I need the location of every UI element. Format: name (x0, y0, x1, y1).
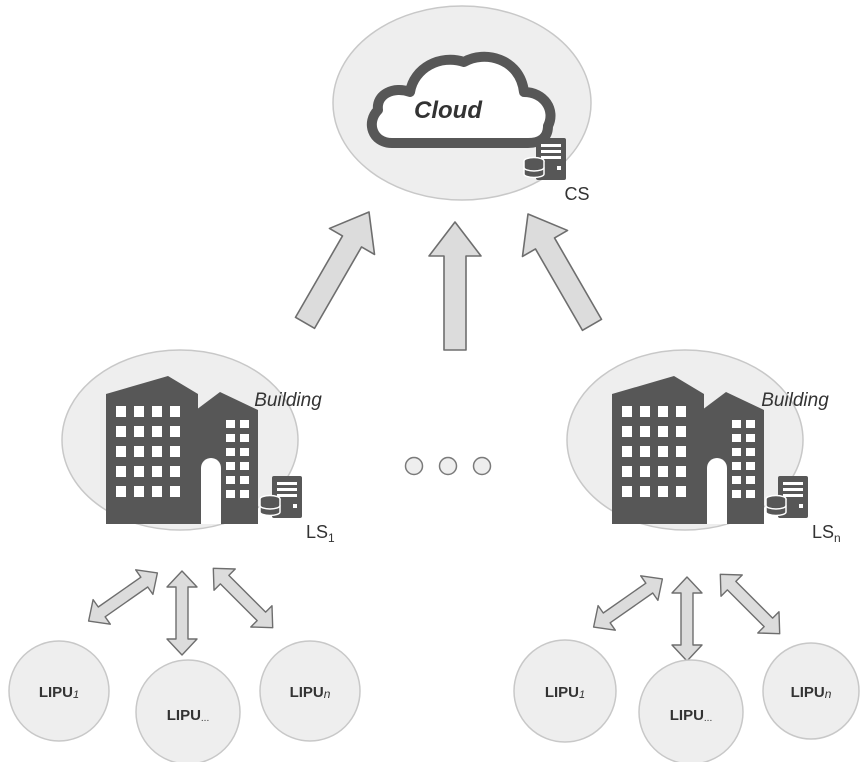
cloud-icon (366, 51, 556, 148)
lipu-circle (8, 640, 110, 742)
cloud-label: Cloud (414, 97, 483, 124)
building-node-n: Building LSn (566, 349, 841, 545)
lipu-node: LIPUn (259, 640, 361, 742)
lipu-label-main: LIPU (39, 684, 73, 701)
ellipsis-dot (472, 456, 492, 476)
lipu-node: LIPUn (762, 642, 860, 740)
ellipsis-dot (438, 456, 458, 476)
lipu-label-sub: n (324, 687, 331, 701)
lipu-label-main: LIPU (290, 684, 324, 701)
lipu-circle (135, 659, 241, 762)
lipu-node: LIPU1 (513, 639, 617, 743)
lipu-label-sub: ... (201, 713, 209, 724)
uplink-arrow-left (281, 198, 393, 337)
link-arrow-bn-center (671, 576, 703, 662)
uplink-arrow-center (428, 221, 482, 351)
lipu-label: LIPU1 (39, 684, 79, 701)
lipu-label-sub: 1 (579, 689, 585, 701)
ellipsis-dots (404, 456, 492, 476)
lipu-label-sub: 1 (73, 689, 79, 701)
link-arrow-bn-right (708, 562, 792, 646)
lipu-node: LIPU1 (8, 640, 110, 742)
link-arrow-bn-left (584, 565, 672, 641)
ellipsis-dot (404, 456, 424, 476)
lipu-label-main: LIPU (545, 684, 579, 701)
building-n-server-label-sub: n (834, 531, 841, 545)
building-1-server-label-sub: 1 (328, 531, 335, 545)
link-arrow-b1-right (201, 556, 285, 640)
building-1-server-label-main: LS (306, 522, 328, 542)
link-arrow-b1-center (166, 570, 198, 656)
lipu-circle (513, 639, 617, 743)
link-arrow-b1-left (79, 559, 167, 635)
lipu-label-main: LIPU (791, 684, 825, 701)
building-n-server-label-main: LS (812, 522, 834, 542)
lipu-circle (762, 642, 860, 740)
lipu-node: LIPU... (135, 659, 241, 762)
building-n-label: Building (761, 390, 829, 411)
building-1-label: Building (254, 390, 322, 411)
lipu-circle (638, 659, 744, 762)
lipu-circle (259, 640, 361, 742)
lipu-label-sub: n (825, 687, 832, 701)
cloud-server-label: CS (564, 184, 589, 204)
lipu-label: LIPUn (290, 684, 331, 701)
lipu-node: LIPU... (638, 659, 744, 762)
building-n-server-label: LSn (812, 522, 841, 545)
lipu-label: LIPU1 (545, 684, 585, 701)
building-node-1: Building LS1 (61, 349, 335, 545)
lipu-label-sub: ... (704, 713, 712, 724)
lipu-label-main: LIPU (670, 707, 704, 724)
uplink-arrow-right (504, 200, 616, 339)
lipu-label-main: LIPU (167, 707, 201, 724)
lipu-label: LIPUn (791, 684, 832, 701)
lipu-label: LIPU... (167, 707, 210, 724)
building-1-server-label: LS1 (306, 522, 335, 545)
cloud-node: Cloud CS (332, 5, 592, 204)
lipu-label: LIPU... (670, 707, 713, 724)
